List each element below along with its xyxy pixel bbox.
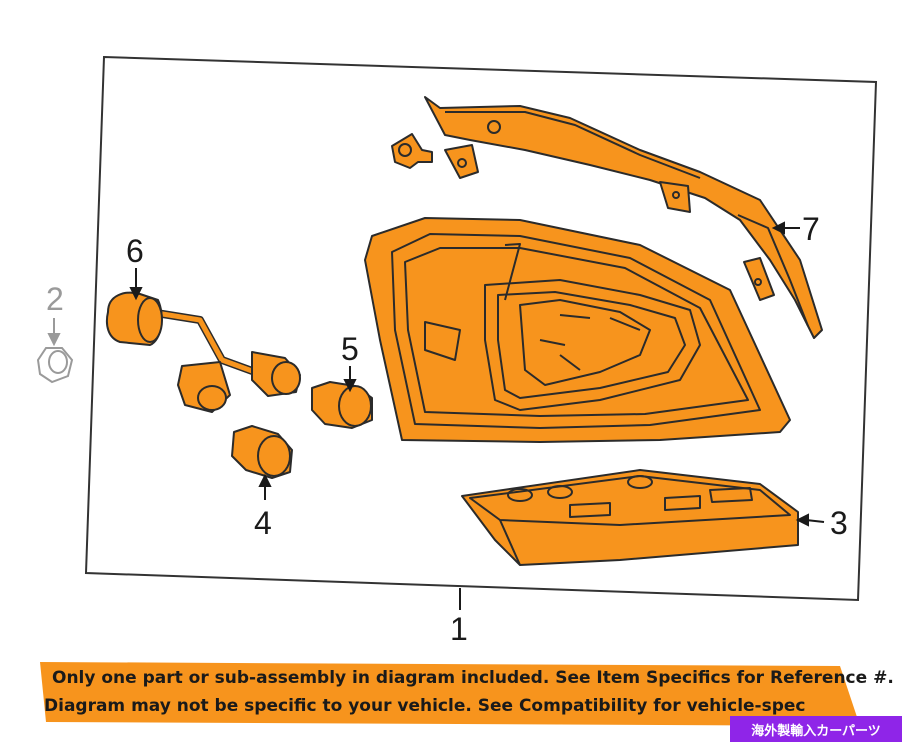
callout-4: 4	[254, 505, 272, 541]
callout-7: 7	[802, 211, 820, 247]
callout-2: 2	[46, 281, 64, 317]
parts-diagram: 1 2 3 4 5 6 7	[36, 55, 878, 647]
leader-lines	[47, 221, 825, 610]
notice-line-2: Diagram may not be specific to your vehi…	[44, 696, 806, 716]
shop-tag-badge: 海外製輸入カーパーツ	[730, 716, 902, 742]
part-5-bulb	[311, 381, 373, 429]
notice-banner	[40, 662, 860, 726]
diagram-frame	[84, 55, 878, 602]
part-4-bulb	[231, 425, 293, 479]
shop-tag-text: 海外製輸入カーパーツ	[751, 723, 881, 739]
part-3-lower-panel	[461, 469, 799, 566]
part-6-socket-harness	[105, 291, 301, 413]
notice-banner-shape	[40, 662, 860, 726]
part-2-nut	[36, 347, 74, 384]
callout-5: 5	[341, 331, 359, 367]
callout-3: 3	[830, 505, 848, 541]
callout-1: 1	[450, 611, 468, 647]
callout-6: 6	[126, 233, 144, 269]
notice-line-1: Only one part or sub-assembly in diagram…	[52, 668, 894, 688]
part-7-bracket	[391, 96, 823, 339]
part-1-lamp-housing	[364, 217, 791, 443]
